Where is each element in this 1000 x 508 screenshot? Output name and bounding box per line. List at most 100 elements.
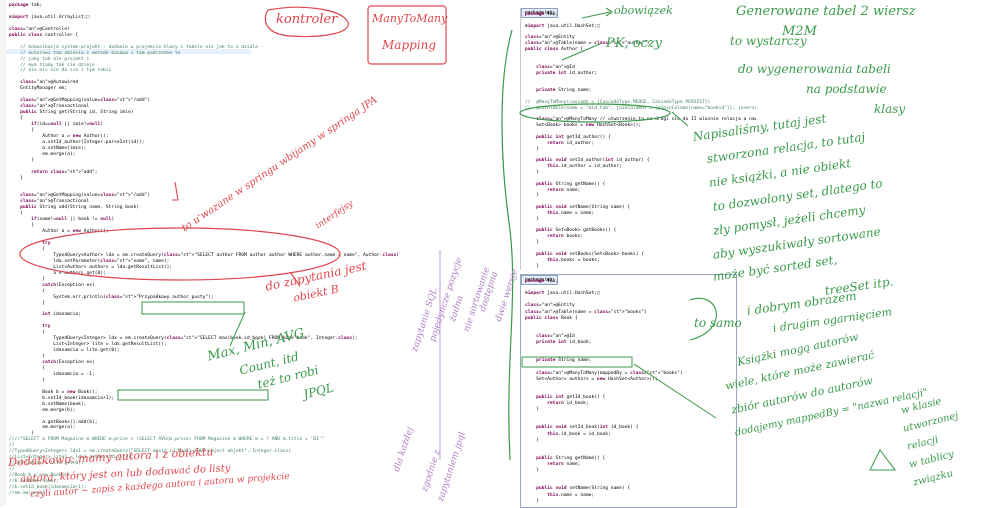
code-line: this.id_author = id_author; <box>547 164 622 170</box>
code-line: class="an">@ManyToMany // utworzenie to … <box>536 117 756 123</box>
code-line: { <box>9 116 23 122</box>
code-line: this.name = name; <box>547 492 595 498</box>
code-line: private int id_author; <box>536 70 597 76</box>
code-line: public void setBooks(Set<Book> books) { <box>536 251 644 257</box>
annotation-do-wygenerowania: do wygenerowania tabeli <box>738 62 891 76</box>
code-line: this.books = books; <box>547 257 600 263</box>
code-line: //Book b = new Book(); <box>9 473 70 479</box>
code-line: this.id_book = id_book; <box>547 431 611 437</box>
annotation-mapping: Mapping <box>382 38 437 52</box>
code-line: a.getBooks().add(b); <box>9 419 98 425</box>
book-code-editor[interactable]: package tab; package tab;⊕import java.ut… <box>520 274 737 508</box>
code-line: // ewa tiamy tak sie dzieje <box>9 62 95 68</box>
code-line: class="an">@GetMapping(value=class="st">… <box>20 98 151 104</box>
code-line: int idanamcia; <box>42 312 81 318</box>
code-line: ////"SELECT a FROM Magazine m WHERE m.pr… <box>9 437 325 443</box>
code-line: package tab; <box>9 3 43 8</box>
code-line: private String name; <box>536 88 592 94</box>
code-line: return books; <box>547 234 584 240</box>
author-code-editor[interactable]: package tab; package tab;⊕import java.ut… <box>520 8 756 270</box>
code-line: } <box>525 216 539 222</box>
code-line: public String add(String name, String bo… <box>20 205 140 211</box>
code-line: public String get(String id, String imie… <box>20 110 134 116</box>
code-line: class="an">@Id <box>536 64 575 70</box>
code-line: // jaky tak ale projekt i <box>9 56 90 62</box>
green-big-curve <box>501 29 514 461</box>
annotation-na-podstawie: na podstawie <box>806 82 887 96</box>
annotation-pk: PK, oczy <box>606 36 663 51</box>
code-line: public Set<Book> getBooks() { <box>536 228 617 234</box>
code-line: package tab; <box>525 12 559 17</box>
code-line: if(id==null || imie!=null) <box>31 122 104 127</box>
code-line: if(name!=null || book != null) <box>31 217 115 223</box>
code-line: } <box>525 240 539 246</box>
code-line: class="an">@Autowired <box>20 80 79 86</box>
book-editor-tab[interactable]: package tab; <box>521 275 558 285</box>
code-line: } <box>525 498 539 504</box>
code-line: public String getName() { <box>536 455 606 461</box>
code-line: } <box>525 193 539 199</box>
code-line: class="an">@Transactional <box>20 104 90 110</box>
code-line: } <box>525 169 539 175</box>
code-line: System.err.println(class="st">"Przypadko… <box>9 294 214 300</box>
code-line: } <box>525 146 539 152</box>
code-line: // <box>9 467 15 473</box>
code-line: //em.merge(b); <box>9 490 48 496</box>
code-line: class="an">@Entity <box>525 303 575 309</box>
code-line: em.merge(b); <box>9 407 76 413</box>
code-line: public class Author { <box>525 47 584 53</box>
code-line: a.setName(imie); <box>9 145 87 151</box>
code-line: // ale nic nie da sie i tym robic <box>9 68 112 74</box>
code-line: public void setName(String name) { <box>536 205 631 211</box>
code-line: return id_book; <box>547 401 589 406</box>
code-line: //int ladnum = lite.get(0); <box>9 461 84 467</box>
annotation-many-to-many: ManyToMany <box>372 12 448 25</box>
code-line: idanamcia = lite.get(0); <box>9 348 120 354</box>
code-line: catch(Exception ex) <box>42 282 95 288</box>
code-line: this.name = name; <box>547 210 595 216</box>
code-line: a.setId_author(Integer.parseInt(id)); <box>9 139 145 145</box>
annotation-w-tablicy: w tablicy <box>908 448 956 471</box>
code-line: b.setName(book); <box>9 401 87 407</box>
code-line: Book b = new Book(); <box>9 389 98 395</box>
code-line: } <box>9 175 23 181</box>
code-line: return class="st">"add"; <box>31 169 98 175</box>
annotation-m2m: M2M <box>782 24 817 39</box>
annotation-to-wystarczy: to wystarczy <box>730 34 807 48</box>
code-line: private String name; <box>536 358 592 364</box>
code-line: class="an">@Entity <box>525 35 575 41</box>
code-line: ⊕import java.util.ArrayList;□ <box>9 14 90 20</box>
author-editor-tab[interactable]: package tab; <box>521 8 558 18</box>
code-line: package tab; <box>525 279 559 284</box>
code-line: idanamcia = -1; <box>9 371 95 377</box>
code-line: b.setId_book(idanamcia+1); <box>9 395 115 401</box>
code-line: class="an">@Id <box>536 333 575 339</box>
code-line: public void setId_author(int id_author) … <box>536 158 650 164</box>
left-code-editor[interactable]: package tab; ⊕import java.util.ArrayList;… <box>0 0 400 506</box>
code-line: List<Integer> lite = ldx.getResultList()… <box>9 342 167 348</box>
code-line: lda.setParameter(class="st">"name", name… <box>9 258 170 264</box>
code-line: private int id_book; <box>536 340 592 345</box>
annotation-generowane: Generowane tabel 2 wiersz <box>736 4 916 19</box>
code-line: public void setId_book(int id_book) { <box>536 425 639 431</box>
code-line: public class controller { <box>9 32 79 38</box>
code-line: ⊕import java.util.HashSet;□ <box>525 291 600 297</box>
code-line: } <box>525 437 539 443</box>
code-line: { <box>9 330 45 336</box>
code-line: try <box>42 241 51 246</box>
left-current-line-highlight <box>6 49 251 54</box>
code-line: { <box>9 246 45 252</box>
code-line: ⊕import java.util.HashSet;□ <box>525 23 600 29</box>
code-line: Author a = new Author(); <box>9 229 109 235</box>
code-line: TypedQuery<Author> lda = em.createQuery(… <box>9 252 400 258</box>
code-line: Set<Book> books = new HashSet<Book>(); <box>525 123 642 129</box>
code-line: return name; <box>547 462 581 467</box>
code-line: a = authors.get(0); <box>9 270 106 276</box>
code-line: em.merge(a); <box>9 425 76 431</box>
code-line: class="an">@Table(name = class="st">"boo… <box>525 309 647 315</box>
code-line: { <box>9 127 34 133</box>
code-line: { <box>9 211 23 217</box>
code-line: try <box>42 324 51 330</box>
code-line: EntityManager em; <box>9 86 68 92</box>
code-line: // @JoinTable(name = "mid_tab", joinColu… <box>525 105 756 111</box>
